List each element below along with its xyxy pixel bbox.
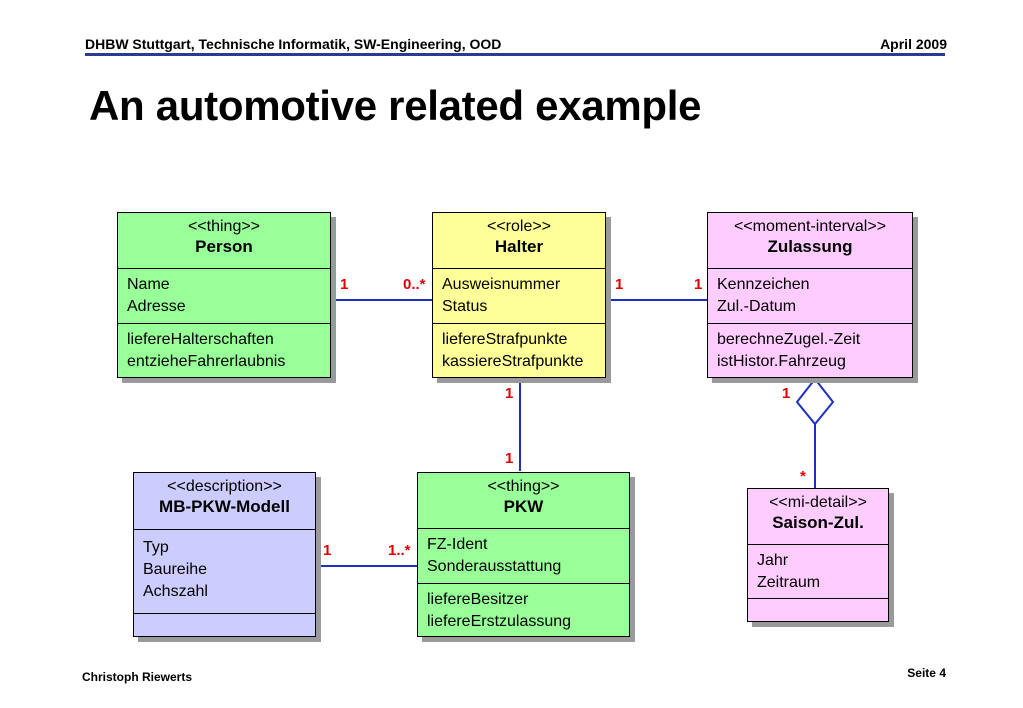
multiplicity-zulassung-aggregate: 1: [782, 385, 791, 402]
operation: berechneZugel.-Zeit: [717, 331, 861, 348]
class-attributes: Typ Baureihe Achszahl: [134, 530, 315, 614]
multiplicity-halter-from-person: 0..*: [403, 276, 426, 293]
class-attributes: Kennzeichen Zul.-Datum: [708, 269, 912, 324]
operation: entzieheFahrerlaubnis: [127, 353, 286, 370]
class-person-header: <<thing>> Person: [118, 213, 330, 269]
class-attributes: Ausweisnummer Status: [433, 269, 605, 324]
header-divider: [85, 53, 945, 56]
multiplicity-pkw-from-modell: 1..*: [388, 542, 411, 559]
class-stereotype: <<mi-detail>>: [769, 494, 867, 511]
operation: liefereErstzulassung: [427, 613, 572, 630]
attribute: Achszahl: [143, 583, 208, 600]
class-saison-zul[interactable]: <<mi-detail>> Saison-Zul. Jahr Zeitraum: [747, 488, 889, 622]
class-attributes: Name Adresse: [118, 269, 330, 324]
class-person[interactable]: <<thing>> Person Name Adresse liefereHal…: [117, 212, 331, 378]
class-stereotype: <<thing>>: [487, 478, 560, 495]
attribute: Adresse: [127, 298, 186, 315]
attribute: Ausweisnummer: [442, 276, 561, 293]
class-operations: liefereBesitzer liefereErstzulassung: [418, 584, 629, 633]
class-halter[interactable]: <<role>> Halter Ausweisnummer Status lie…: [432, 212, 606, 378]
class-zulassung-header: <<moment-interval>> Zulassung: [708, 213, 912, 269]
class-name: Person: [195, 237, 253, 256]
operation: istHistor.Fahrzeug: [717, 353, 846, 370]
attribute: Zeitraum: [757, 574, 821, 591]
attribute: Baureihe: [143, 561, 208, 578]
multiplicity-zulassung: 1: [694, 276, 703, 293]
class-stereotype: <<description>>: [167, 478, 282, 495]
attribute: Zul.-Datum: [717, 298, 797, 315]
class-attributes: FZ-Ident Sonderausstattung: [418, 529, 629, 584]
multiplicity-saison: *: [800, 468, 806, 485]
class-name: Zulassung: [767, 237, 853, 256]
multiplicity-mb-pkw-modell: 1: [323, 542, 332, 559]
footer-page-number: Seite 4: [907, 666, 946, 680]
class-operations: berechneZugel.-Zeit istHistor.Fahrzeug: [708, 324, 912, 373]
multiplicity-pkw-from-halter: 1: [505, 450, 514, 467]
class-name: Saison-Zul.: [772, 513, 864, 532]
attribute: Jahr: [757, 552, 789, 569]
class-mb-pkw-modell-header: <<description>> MB-PKW-Modell: [134, 473, 315, 530]
aggregation-diamond: [795, 377, 835, 426]
class-attributes: Jahr Zeitraum: [748, 545, 888, 599]
attribute: FZ-Ident: [427, 536, 488, 553]
class-zulassung[interactable]: <<moment-interval>> Zulassung Kennzeiche…: [707, 212, 913, 378]
attribute: Typ: [143, 539, 169, 556]
operation: liefereHalterschaften: [127, 331, 274, 348]
class-name: Halter: [494, 237, 544, 256]
class-stereotype: <<moment-interval>>: [733, 218, 887, 235]
operation: kassiereStrafpunkte: [442, 353, 584, 370]
attribute: Sonderausstattung: [427, 558, 562, 575]
operation: liefereStrafpunkte: [442, 331, 568, 348]
footer-author: Christoph Riewerts: [82, 670, 193, 684]
attribute: Kennzeichen: [717, 276, 810, 293]
slide-header: DHBW Stuttgart, Technische Informatik, S…: [85, 36, 947, 58]
slide-title: An automotive related example: [89, 82, 702, 129]
attribute: Name: [127, 276, 170, 293]
header-date: April 2009: [880, 36, 947, 52]
class-stereotype: <<role>>: [486, 218, 552, 235]
header-course: DHBW Stuttgart, Technische Informatik, S…: [85, 36, 502, 52]
class-pkw[interactable]: <<thing>> PKW FZ-Ident Sonderausstattung…: [417, 472, 630, 637]
multiplicity-halter-to-pkw: 1: [505, 385, 514, 402]
class-pkw-header: <<thing>> PKW: [418, 473, 629, 529]
class-name: PKW: [503, 497, 544, 516]
multiplicity-person: 1: [340, 276, 349, 293]
class-halter-header: <<role>> Halter: [433, 213, 605, 269]
class-mb-pkw-modell[interactable]: <<description>> MB-PKW-Modell Typ Baurei…: [133, 472, 316, 637]
class-name: MB-PKW-Modell: [159, 497, 290, 516]
multiplicity-halter-to-zulassung: 1: [615, 276, 624, 293]
class-operations: liefereHalterschaften entzieheFahrerlaub…: [118, 324, 330, 373]
class-operations: liefereStrafpunkte kassiereStrafpunkte: [433, 324, 605, 373]
class-stereotype: <<thing>>: [187, 218, 261, 235]
attribute: Status: [442, 298, 488, 315]
operation: liefereBesitzer: [427, 591, 529, 608]
class-saison-zul-header: <<mi-detail>> Saison-Zul.: [748, 489, 888, 545]
